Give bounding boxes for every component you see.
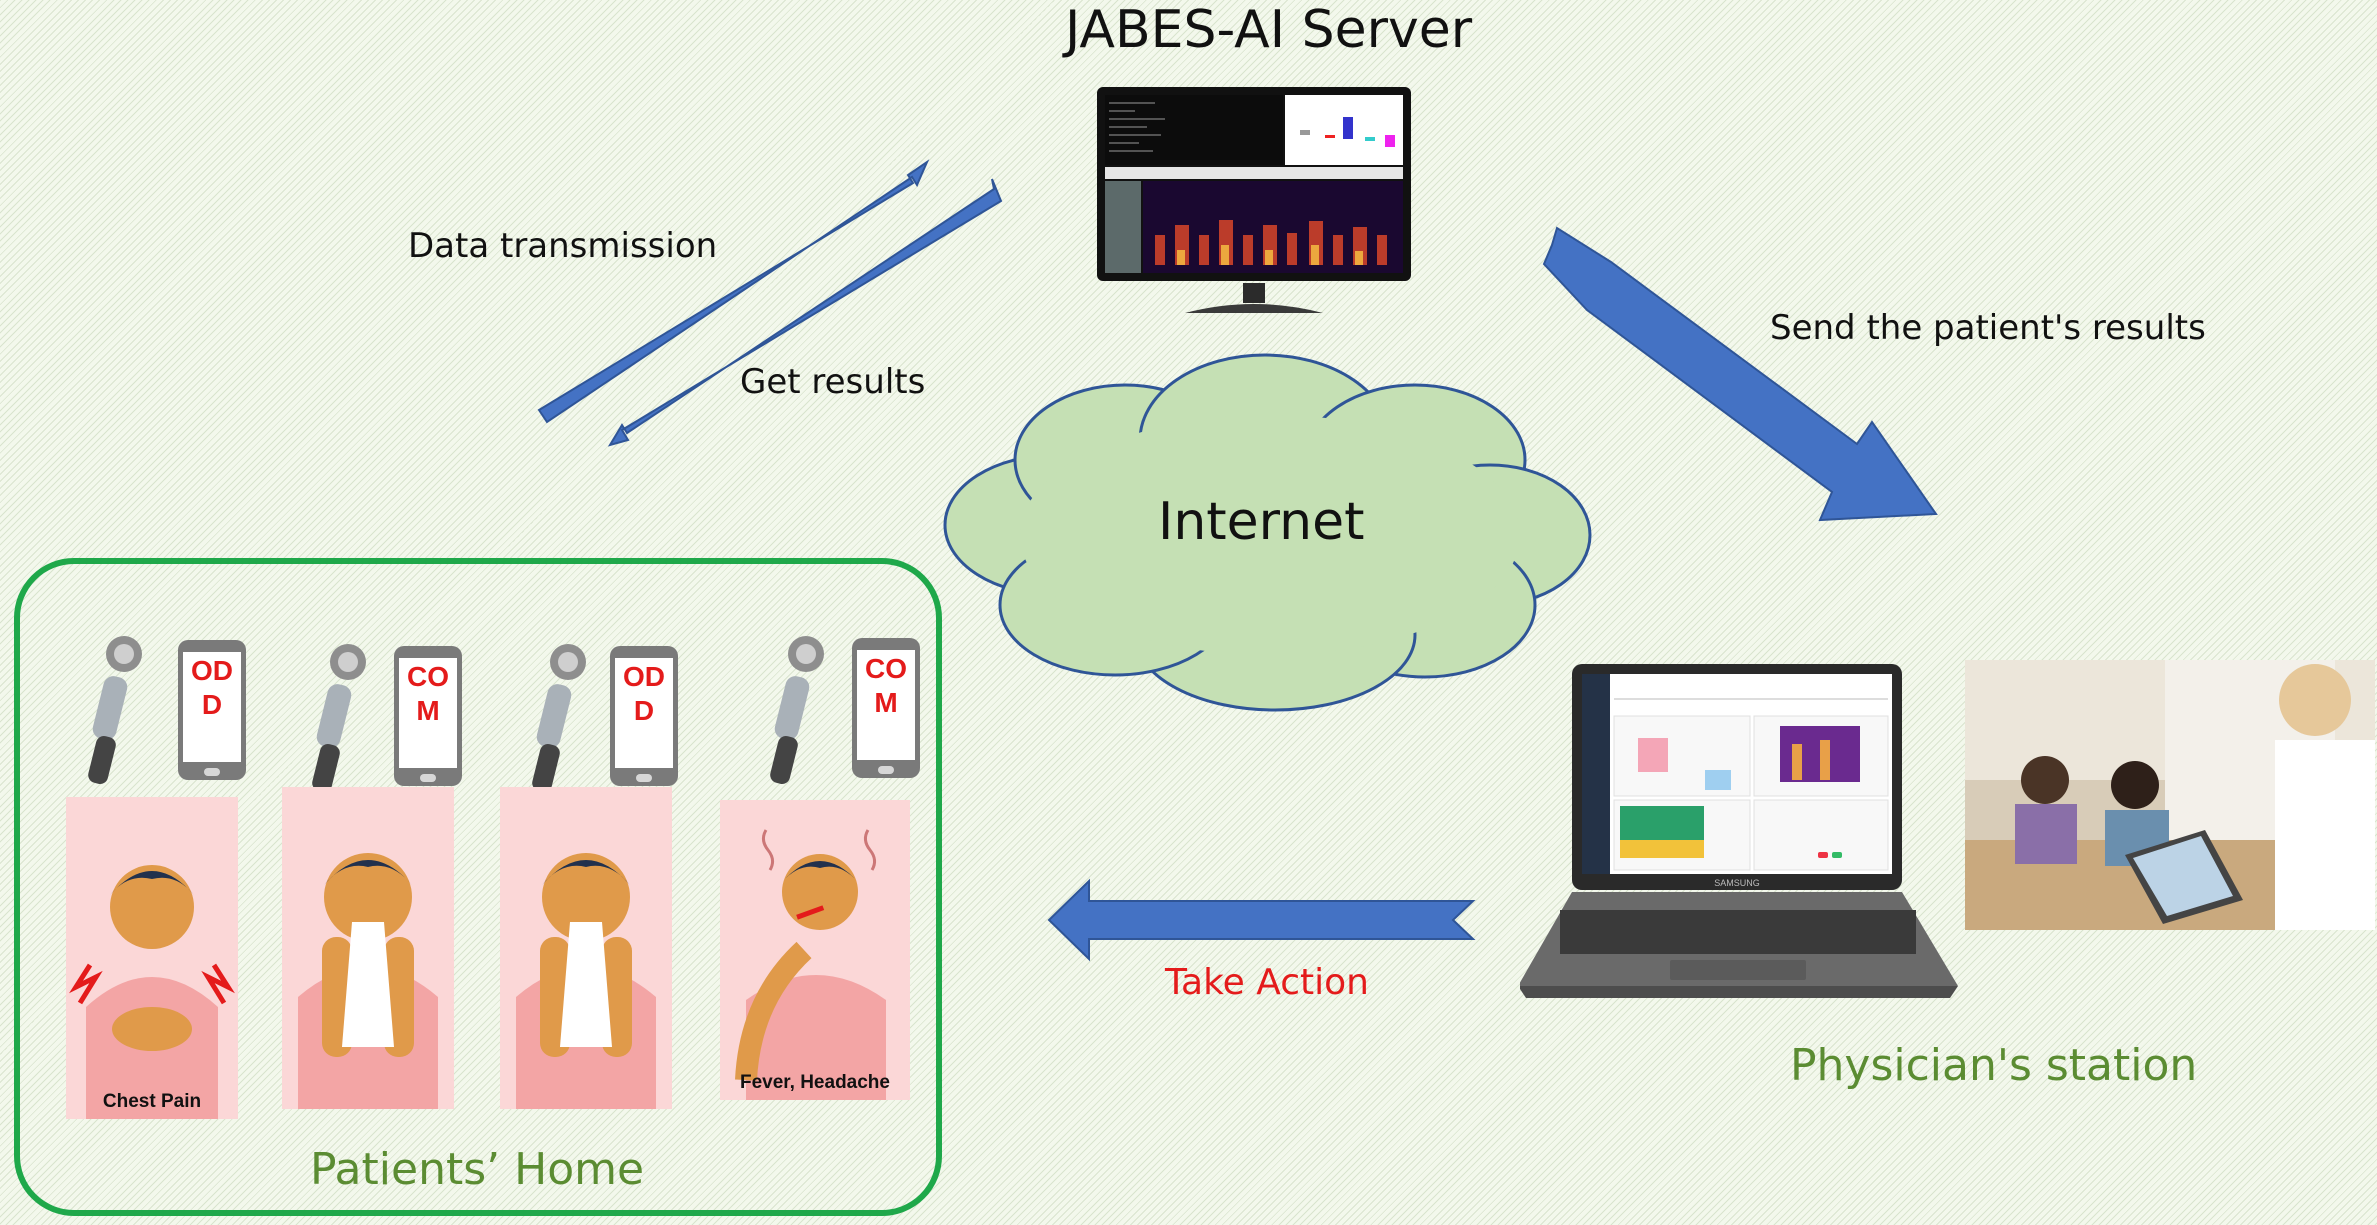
physician-station-label: Physician's station bbox=[1790, 1040, 2198, 1091]
patient-card: Fever, Headache bbox=[720, 800, 910, 1100]
take-action-label: Take Action bbox=[1165, 962, 1369, 1003]
symptom-caption: Chest Pain bbox=[102, 1091, 202, 1112]
patient-illustration bbox=[69, 865, 235, 1119]
internet-cloud bbox=[943, 353, 1592, 712]
server-monitor bbox=[1097, 87, 1411, 313]
download-arrow bbox=[607, 178, 1003, 447]
patient-illustration bbox=[298, 853, 438, 1109]
stethoscope-icon bbox=[532, 644, 586, 793]
symptom-caption: Fever, Headache bbox=[740, 1072, 890, 1093]
take-action-arrow bbox=[1047, 878, 1476, 962]
patients-home-label: Patients’ Home bbox=[310, 1144, 645, 1195]
phone-odd: ODD bbox=[610, 646, 678, 786]
stethoscope-icon bbox=[88, 636, 142, 785]
app-label: COM bbox=[865, 653, 907, 718]
patient-illustration bbox=[735, 829, 886, 1100]
server-title: JABES-AI Server bbox=[1065, 0, 1473, 60]
laptop-brand: SAMSUNG bbox=[1714, 878, 1760, 888]
phone-com: COM bbox=[394, 646, 462, 786]
phone-com: COM bbox=[852, 638, 920, 778]
patient-card: Chest Pain bbox=[66, 797, 238, 1119]
patients-home-box bbox=[14, 558, 942, 1216]
physician-laptop: SAMSUNG bbox=[1520, 664, 1958, 998]
stethoscope-icon bbox=[312, 644, 366, 793]
phone-odd: ODD bbox=[178, 640, 246, 780]
patient-illustration bbox=[516, 853, 656, 1109]
stethoscope-icon bbox=[770, 636, 824, 785]
get-results-label: Get results bbox=[740, 362, 926, 402]
send-results-arrow bbox=[1542, 226, 1938, 522]
internet-label: Internet bbox=[1158, 492, 1365, 552]
app-label: ODD bbox=[191, 655, 233, 720]
app-label: COM bbox=[407, 661, 449, 726]
patient-card bbox=[500, 787, 672, 1109]
data-transmission-label: Data transmission bbox=[408, 226, 718, 266]
physician-photo bbox=[1965, 660, 2375, 930]
app-label: ODD bbox=[623, 661, 665, 726]
upload-arrow bbox=[537, 159, 930, 424]
send-results-label: Send the patient's results bbox=[1770, 308, 2206, 348]
patient-card bbox=[282, 787, 454, 1109]
